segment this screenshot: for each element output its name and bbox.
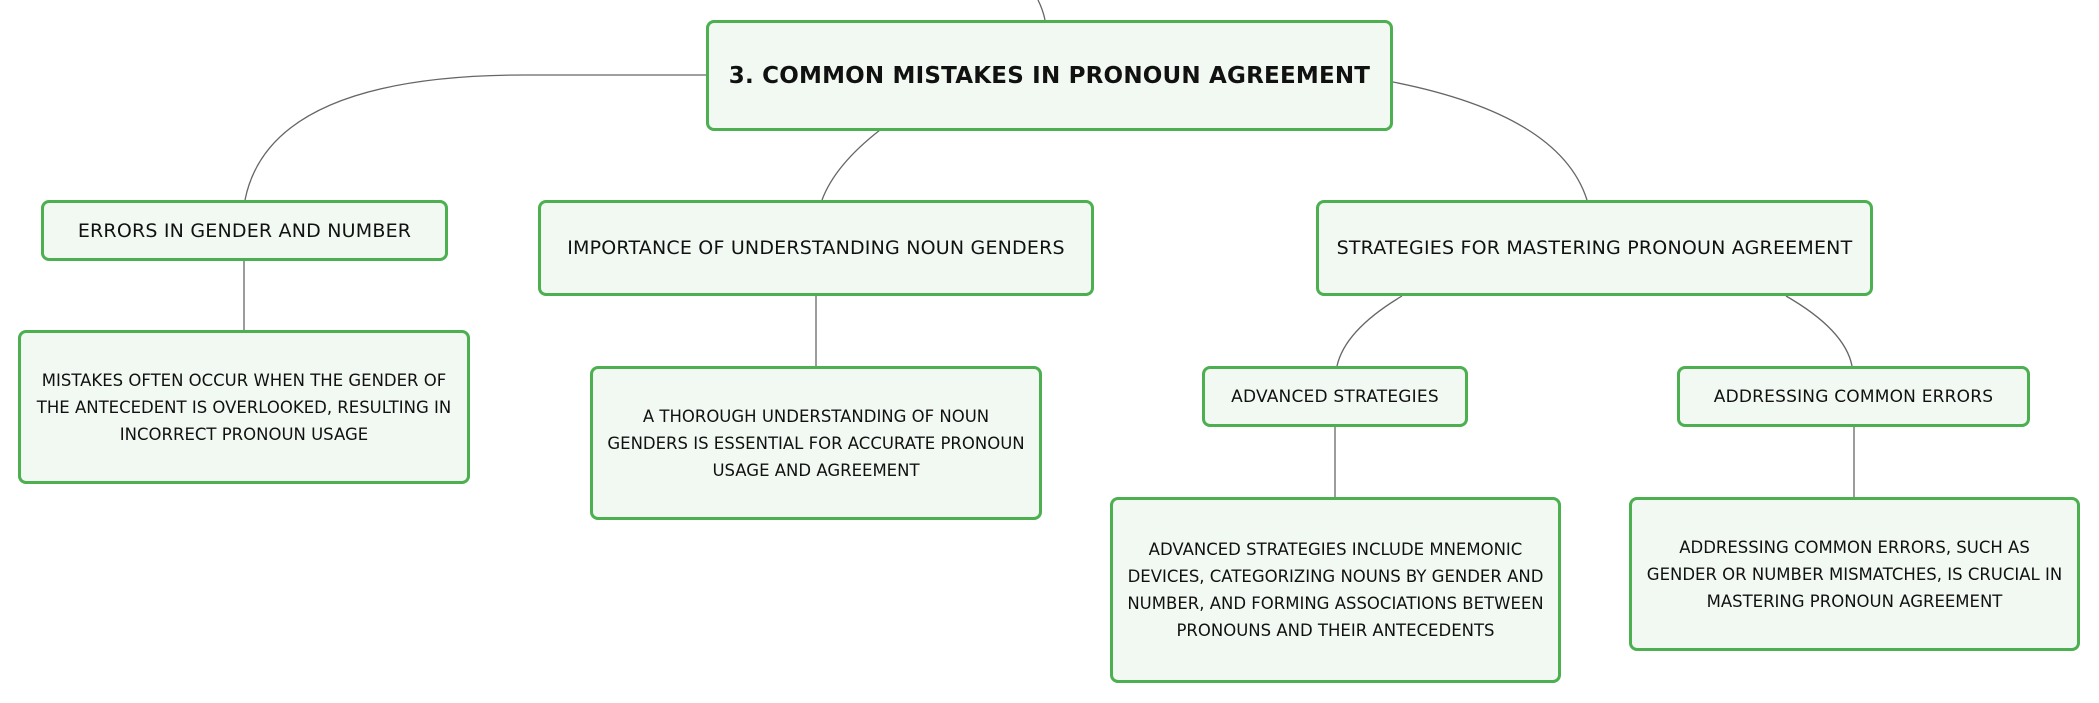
root-node[interactable]: 3. COMMON MISTAKES IN PRONOUN AGREEMENT — [706, 20, 1393, 131]
detail-node-gender-number[interactable]: MISTAKES OFTEN OCCUR WHEN THE GENDER OF … — [18, 330, 470, 484]
branch-node-strategies-label: STRATEGIES FOR MASTERING PRONOUN AGREEME… — [1336, 237, 1853, 259]
sub-node-advanced-strategies-label: ADVANCED STRATEGIES — [1231, 386, 1439, 407]
branch-node-noun-genders[interactable]: IMPORTANCE OF UNDERSTANDING NOUN GENDERS — [538, 200, 1094, 296]
branch-node-gender-number[interactable]: ERRORS IN GENDER AND NUMBER — [41, 200, 448, 261]
detail-node-advanced-strategies[interactable]: ADVANCED STRATEGIES INCLUDE MNEMONIC DEV… — [1110, 497, 1561, 683]
connector-strategies-to-addressing — [1785, 295, 1853, 367]
connector-root-to-strategies — [1392, 81, 1588, 201]
branch-node-strategies[interactable]: STRATEGIES FOR MASTERING PRONOUN AGREEME… — [1316, 200, 1873, 296]
connector-root-to-noun-genders — [821, 129, 881, 201]
connector-parent-to-root — [1037, 0, 1046, 21]
detail-node-addressing-errors[interactable]: ADDRESSING COMMON ERRORS, SUCH AS GENDER… — [1629, 497, 2080, 651]
detail-node-noun-genders[interactable]: A THOROUGH UNDERSTANDING OF NOUN GENDERS… — [590, 366, 1042, 520]
sub-node-addressing-errors-label: ADDRESSING COMMON ERRORS — [1713, 386, 1994, 407]
detail-node-noun-genders-text: A THOROUGH UNDERSTANDING OF NOUN GENDERS… — [607, 406, 1025, 480]
detail-node-gender-number-text: MISTAKES OFTEN OCCUR WHEN THE GENDER OF … — [36, 370, 452, 444]
detail-node-addressing-errors-text: ADDRESSING COMMON ERRORS, SUCH AS GENDER… — [1646, 537, 2063, 611]
connector-root-to-gender-number — [244, 74, 706, 201]
root-node-label: 3. COMMON MISTAKES IN PRONOUN AGREEMENT — [728, 62, 1371, 89]
sub-node-advanced-strategies[interactable]: ADVANCED STRATEGIES — [1202, 366, 1468, 427]
detail-node-advanced-strategies-text: ADVANCED STRATEGIES INCLUDE MNEMONIC DEV… — [1127, 540, 1544, 640]
branch-node-gender-number-label: ERRORS IN GENDER AND NUMBER — [77, 219, 412, 242]
branch-node-noun-genders-label: IMPORTANCE OF UNDERSTANDING NOUN GENDERS — [567, 237, 1065, 259]
connector-strategies-to-advanced — [1336, 295, 1403, 367]
sub-node-addressing-errors[interactable]: ADDRESSING COMMON ERRORS — [1677, 366, 2030, 427]
